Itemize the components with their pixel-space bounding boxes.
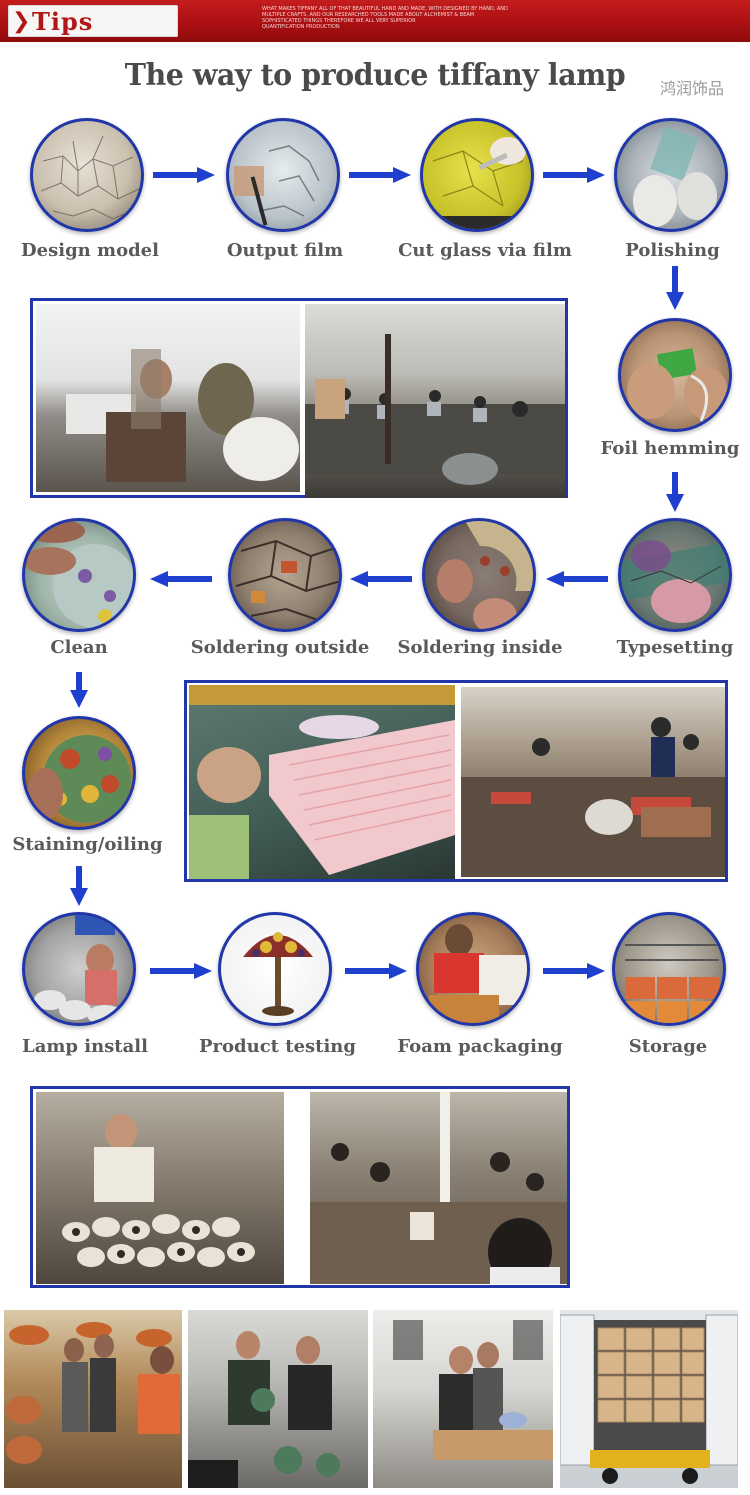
- step-foam-packaging-image: [416, 912, 530, 1026]
- step-typesetting-image: [618, 518, 732, 632]
- workshop-photo-box-3: [30, 1086, 570, 1288]
- finished-shades-photo: [36, 1092, 284, 1284]
- arrow-right-icon: [345, 963, 407, 979]
- step-storage-image: [612, 912, 726, 1026]
- step-lamp-install-image: [22, 912, 136, 1026]
- container-loading-photo: [560, 1310, 738, 1488]
- arrow-left-icon: [350, 571, 412, 587]
- arrow-left-icon: [546, 571, 608, 587]
- workshop-floor-photo: [305, 304, 565, 498]
- arrow-left-icon: [150, 571, 212, 587]
- arrow-down-icon: [666, 472, 684, 512]
- arrow-down-icon: [666, 266, 684, 310]
- arrow-right-icon: [349, 167, 411, 183]
- step-output-film-image: [226, 118, 340, 232]
- crackle-pattern-icon: [40, 135, 140, 220]
- step-soldering-inside-image: [422, 518, 536, 632]
- page-title: The way to produce tiffany lamp: [124, 58, 626, 93]
- step-label-typesetting: Typesetting: [616, 637, 734, 658]
- glass-pieces-tray-photo: [189, 685, 455, 879]
- workshop-photo-box-1: [30, 298, 568, 498]
- step-foil-hemming-image: [618, 318, 732, 432]
- assembly-line-photo: [310, 1092, 567, 1284]
- step-design-model-image: [30, 118, 144, 232]
- step-soldering-outside-image: [228, 518, 342, 632]
- brand-watermark: 鸿润饰品: [660, 79, 725, 98]
- lamp-inspection-photo: [188, 1310, 368, 1488]
- step-label-foam-packaging: Foam packaging: [397, 1036, 563, 1057]
- office-workers-photo: [36, 304, 300, 492]
- step-cut-glass-image: [420, 118, 534, 232]
- step-label-storage: Storage: [628, 1036, 708, 1057]
- step-label-staining: Staining/oiling: [12, 834, 163, 855]
- step-staining-image: [22, 716, 136, 830]
- arrow-down-icon: [70, 866, 88, 906]
- step-label-clean: Clean: [50, 637, 108, 658]
- step-clean-image: [22, 518, 136, 632]
- chevron-right-icon: ❯: [12, 9, 31, 34]
- step-label-soldering-outside: Soldering outside: [190, 637, 370, 658]
- step-label-foil-hemming: Foil hemming: [600, 438, 740, 459]
- assembly-tables-photo: [461, 687, 725, 877]
- step-polishing-image: [614, 118, 728, 232]
- step-label-soldering-inside: Soldering inside: [397, 637, 563, 658]
- arrow-right-icon: [153, 167, 215, 183]
- showroom-photo: [4, 1310, 182, 1488]
- step-label-cut-glass: Cut glass via film: [398, 240, 572, 261]
- arrow-right-icon: [150, 963, 212, 979]
- step-label-design-model: Design model: [21, 240, 159, 261]
- arrow-right-icon: [543, 963, 605, 979]
- header-banner: ❯ Tips WHAT MAKES TIFFANY ALL OF THAT BE…: [0, 0, 750, 42]
- step-label-polishing: Polishing: [625, 240, 720, 261]
- tips-tab: ❯ Tips: [8, 5, 178, 37]
- arrow-right-icon: [543, 167, 605, 183]
- step-label-output-film: Output film: [226, 240, 344, 261]
- arrow-down-icon: [70, 672, 88, 708]
- step-product-testing-image: [218, 912, 332, 1026]
- step-label-lamp-install: Lamp install: [22, 1036, 148, 1057]
- factory-visit-photo: [373, 1310, 553, 1488]
- tips-label: Tips: [32, 7, 94, 36]
- step-label-product-testing: Product testing: [199, 1036, 356, 1057]
- banner-note: WHAT MAKES TIFFANY ALL OF THAT BEAUTIFUL…: [262, 6, 508, 30]
- workshop-photo-box-2: [184, 680, 728, 882]
